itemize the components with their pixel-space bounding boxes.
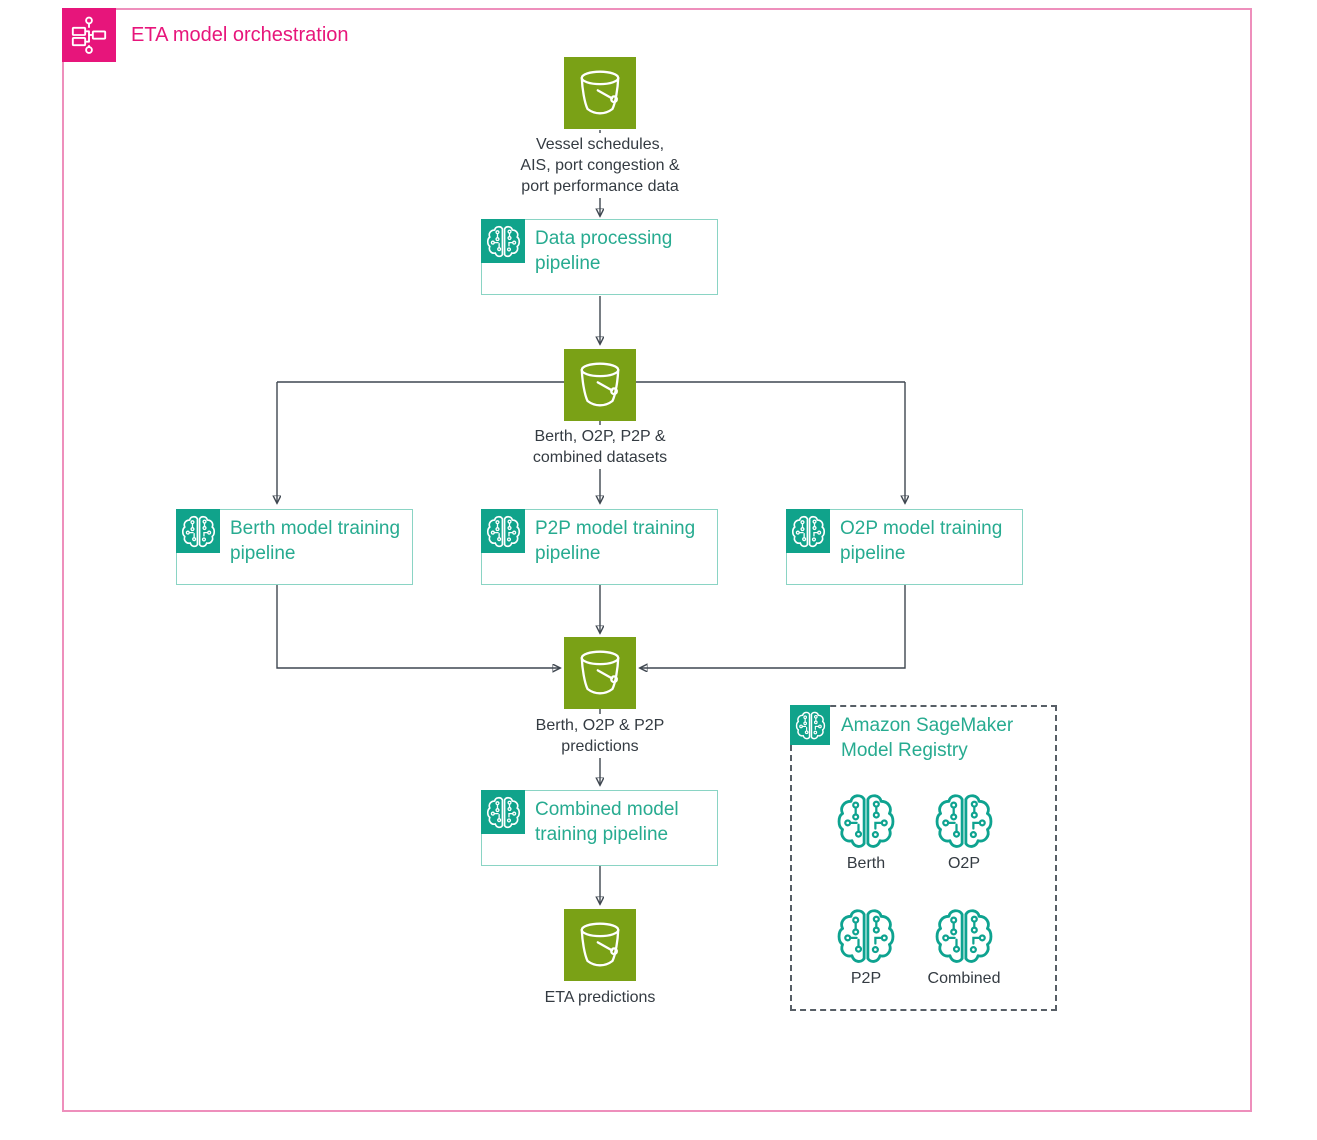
s3-bucket-icon: [564, 349, 636, 421]
s3-bucket-icon: [564, 909, 636, 981]
o2p-training-pipeline-node: O2P model training pipeline: [786, 509, 1023, 585]
pipeline-label: O2P model training pipeline: [840, 518, 1003, 564]
berth-training-pipeline-node: Berth model training pipeline: [176, 509, 413, 585]
sagemaker-icon: [786, 509, 830, 553]
model-brain-icon: [836, 906, 896, 966]
combined-training-pipeline-node: Combined model training pipeline: [481, 790, 718, 866]
source-bucket-label: Vessel schedules, AIS, port congestion &…: [514, 133, 686, 198]
pipeline-label: Data processing pipeline: [535, 228, 673, 274]
pipeline-label: P2P model training pipeline: [535, 518, 696, 564]
s3-bucket-icon: [564, 57, 636, 129]
registry-model-combined: Combined: [928, 906, 1000, 988]
sagemaker-icon: [481, 790, 525, 834]
registry-model-berth: Berth: [834, 791, 898, 873]
data-processing-pipeline-node: Data processing pipeline: [481, 219, 718, 295]
registry-model-p2p: P2P: [834, 906, 898, 988]
sagemaker-model-registry-group: Amazon SageMaker Model Registry: [790, 705, 1057, 1011]
model-label: P2P: [850, 970, 882, 987]
datasets-bucket-label: Berth, O2P, P2P & combined datasets: [526, 425, 674, 469]
registry-model-o2p: O2P: [932, 791, 996, 873]
predictions-bucket-label: Berth, O2P & P2P predictions: [529, 714, 671, 758]
model-brain-icon: [934, 906, 994, 966]
pipeline-label: Berth model training pipeline: [230, 518, 401, 564]
model-label: O2P: [947, 855, 980, 872]
model-label: Berth: [846, 855, 886, 872]
model-brain-icon: [934, 791, 994, 851]
diagram-title: ETA model orchestration: [131, 24, 349, 46]
sagemaker-icon: [790, 705, 830, 745]
orchestration-group-frame: [62, 8, 1252, 1112]
p2p-training-pipeline-node: P2P model training pipeline: [481, 509, 718, 585]
sagemaker-icon: [176, 509, 220, 553]
registry-title: Amazon SageMaker Model Registry: [841, 715, 1014, 761]
sagemaker-icon: [481, 509, 525, 553]
workflow-icon: [62, 8, 116, 62]
model-brain-icon: [836, 791, 896, 851]
s3-bucket-icon: [564, 637, 636, 709]
eta-bucket-label: ETA predictions: [538, 986, 662, 1009]
sagemaker-icon: [481, 219, 525, 263]
pipeline-label: Combined model training pipeline: [535, 799, 679, 845]
model-label: Combined: [927, 970, 1001, 987]
